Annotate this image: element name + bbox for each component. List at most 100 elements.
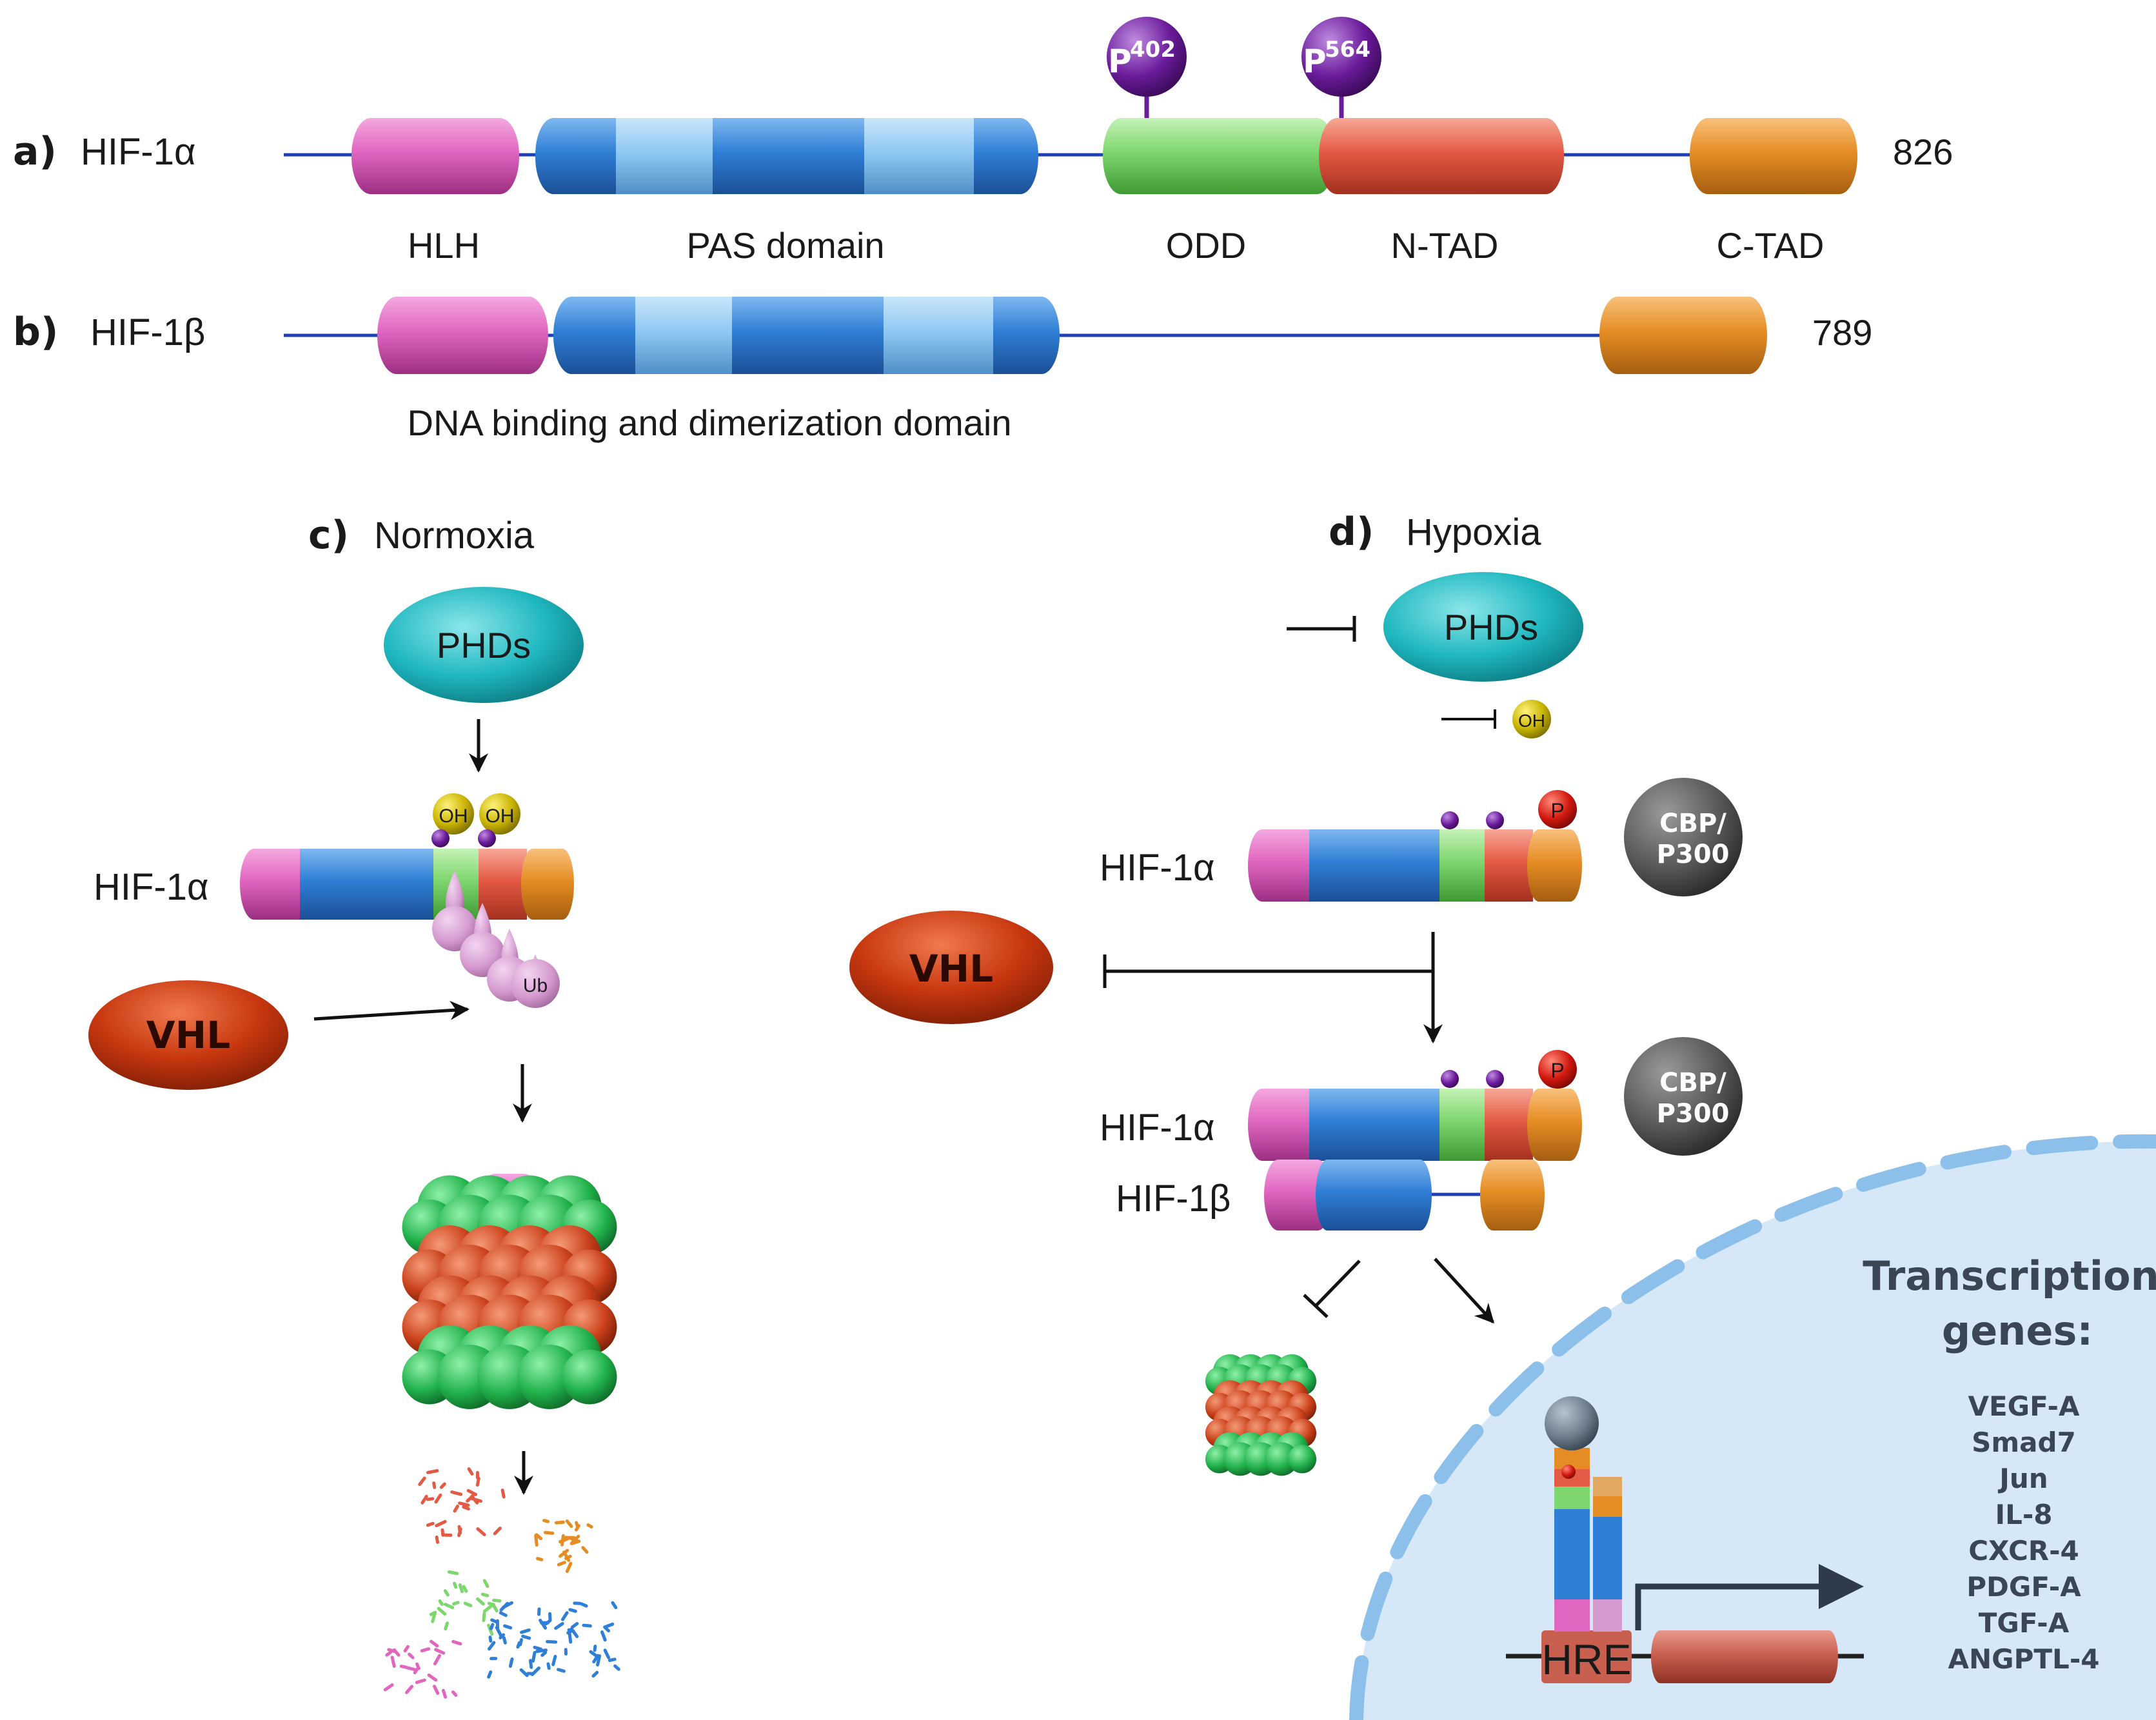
hlh-domain [351, 118, 519, 194]
phospho-dot-icon [1441, 811, 1459, 829]
peptide-fragment [608, 1657, 617, 1663]
tf-cbp-ball [1545, 1396, 1599, 1450]
hre-box [1541, 1630, 1632, 1683]
vhl-d-label: VHL [909, 947, 993, 991]
nuclear-membrane [1349, 1134, 2156, 1720]
hif1b-pas-stripe-2 [884, 297, 993, 374]
p-d2-label: P [1550, 1059, 1564, 1082]
peptide-fragment [568, 1608, 577, 1613]
hif1a-d1-ctad [1527, 829, 1582, 902]
peptide-fragment [535, 1648, 548, 1653]
oh-c-1: OH [439, 806, 468, 827]
hif1a-d2-ctad [1527, 1089, 1582, 1161]
peptide-fragment [430, 1639, 439, 1648]
peptide-fragment [499, 1611, 508, 1617]
label-ntad: N-TAD [1391, 225, 1499, 266]
peptide-fragment [435, 1519, 447, 1528]
peptide-fragment [439, 1482, 446, 1489]
phospho-p-ball-icon [1538, 1050, 1577, 1089]
peptide-fragment [475, 1476, 480, 1487]
hif1b-d-hlh [1264, 1160, 1332, 1231]
peptide-fragment [492, 1598, 502, 1603]
phds-c-label: PHDs [437, 625, 531, 666]
peptide-fragment [559, 1537, 569, 1544]
peptide-fragment [540, 1650, 548, 1657]
panel-c: c) Normoxia PHDs OH OH HIF-1α [88, 513, 620, 1699]
peptide-fragment [586, 1523, 593, 1529]
peptide-fragment [575, 1524, 580, 1532]
normoxia-title: Normoxia [374, 515, 535, 557]
peptide-fragment [432, 1685, 440, 1695]
peptide-fragment [490, 1623, 495, 1630]
site-402-number: 402 [1130, 37, 1176, 63]
phds-d-label: PHDs [1444, 607, 1538, 647]
site-402-p: P [1108, 43, 1132, 80]
peptide-fragment [426, 1521, 435, 1527]
peptide-fragment [488, 1641, 496, 1651]
peptide-fragment [482, 1579, 490, 1588]
gene-item: IL-8 [1995, 1499, 2052, 1530]
peptide-fragments [383, 1467, 620, 1699]
peptide-fragment [528, 1659, 533, 1669]
peptide-fragment [557, 1668, 566, 1673]
peptide-fragment [453, 1505, 460, 1513]
peptide-fragment [444, 1621, 450, 1631]
peptide-fragment [432, 1481, 437, 1489]
peptide-fragment [383, 1683, 394, 1692]
ubiquitin-chain: Ub [432, 871, 560, 1008]
hif1b-d-pas [1316, 1160, 1432, 1231]
vhl-c-label: VHL [146, 1013, 230, 1057]
cbp-d1-line2: P300 [1657, 840, 1730, 869]
peptide-fragment [405, 1685, 414, 1694]
peptide-fragment [420, 1494, 428, 1505]
phospho-dot-icon [1486, 1070, 1504, 1088]
peptide-fragment [462, 1505, 470, 1511]
peptide-fragment [387, 1648, 398, 1654]
hif1a-d1-pas [1309, 829, 1445, 902]
proteasome-small-icon [1205, 1354, 1317, 1476]
panel-b: b) HIF-1β 789 DNA binding and dimerizati… [13, 297, 1872, 443]
peptide-fragment [426, 1469, 439, 1474]
phospho-dot-icon [431, 829, 450, 847]
peptide-fragment [467, 1467, 474, 1476]
inhibit-degradation-line [1314, 1260, 1361, 1307]
phospho-dot-icon [478, 829, 496, 847]
phds-d [1383, 572, 1583, 682]
tf-stack [1545, 1396, 1622, 1632]
peptide-fragment [551, 1654, 557, 1666]
hif1a-c-bar [240, 849, 574, 920]
peptide-fragment [433, 1654, 441, 1666]
peptide-fragment [403, 1645, 410, 1653]
peptide-fragment [571, 1622, 579, 1629]
proteasome-icon [402, 1174, 617, 1409]
hif1a-d1-odd [1439, 829, 1491, 902]
hif1a-d2-odd [1439, 1089, 1491, 1161]
peptide-fragment [499, 1601, 509, 1612]
gene-item: PDGF-A [1966, 1571, 2081, 1603]
peptide-fragment [500, 1488, 506, 1499]
peptide-fragment [385, 1650, 393, 1657]
panel-a-letter: a) [13, 129, 57, 174]
peptide-fragment [480, 1592, 490, 1597]
peptide-fragment [546, 1662, 551, 1670]
peptide-fragment [566, 1629, 574, 1635]
tf-b-pas [1593, 1561, 1622, 1599]
peptide-fragment [503, 1624, 513, 1630]
oh-ball-icon [1512, 700, 1551, 738]
phospho-site-icon [1107, 17, 1187, 97]
peptide-fragment [431, 1610, 437, 1623]
peptide-fragment [537, 1607, 541, 1616]
gene-item: Smad7 [1972, 1427, 2076, 1458]
peptide-fragment [565, 1519, 573, 1528]
panel-b-letter: b) [13, 310, 58, 355]
ctad-domain [1690, 118, 1857, 194]
peptide-fragment [466, 1488, 478, 1496]
hif1a-d1-ntad [1485, 829, 1533, 902]
transcription-arrow-icon [1635, 1583, 1825, 1630]
hif1b-label: HIF-1β [90, 311, 205, 353]
genes-title-1: Transcription [1863, 1252, 2156, 1300]
tf-b-hlh [1593, 1596, 1622, 1632]
peptide-fragment [499, 1633, 506, 1639]
inhibit-degradation-bar [1303, 1294, 1329, 1318]
peptide-fragment [451, 1690, 458, 1697]
